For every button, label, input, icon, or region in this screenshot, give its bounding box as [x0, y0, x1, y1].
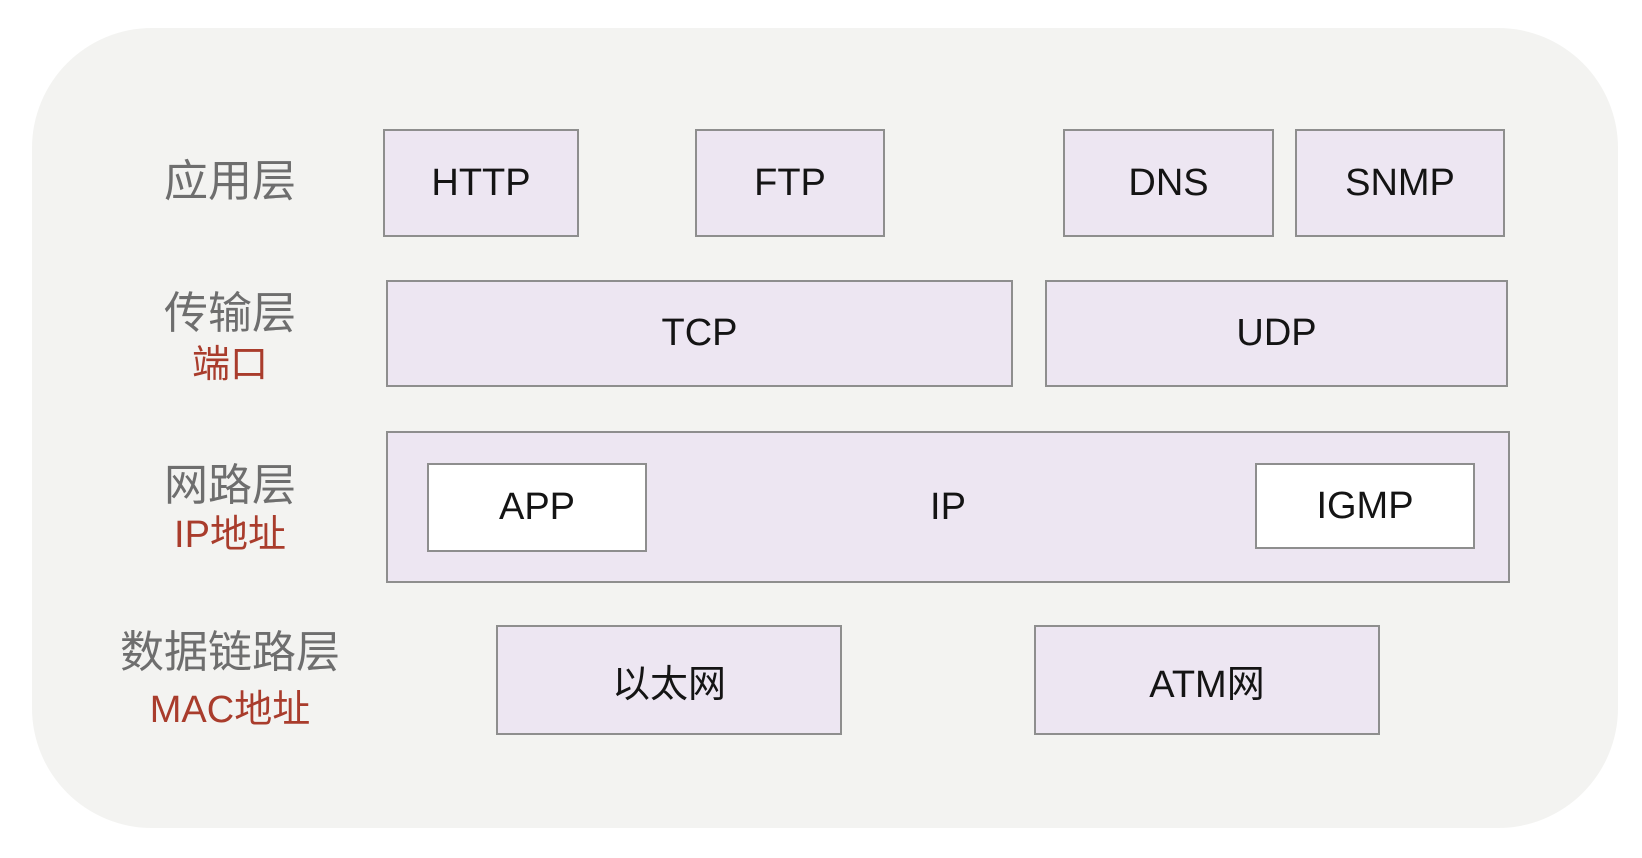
layer-label-network: 网路层: [164, 461, 296, 510]
layer-sublabel-transport-port: 端口: [191, 344, 268, 386]
layer-sublabel-network-ip-address: IP地址: [174, 514, 286, 556]
protocol-box-ethernet: 以太网: [496, 625, 842, 735]
protocol-box-atm: ATM网: [1034, 625, 1380, 735]
protocol-box-snmp: SNMP: [1295, 129, 1505, 237]
layer-sublabel-datalink-mac-address: MAC地址: [149, 689, 311, 731]
protocol-box-udp: UDP: [1045, 280, 1508, 387]
layer-label-datalink: 数据链路层: [120, 628, 340, 677]
protocol-box-app: APP: [427, 463, 647, 552]
protocol-box-http: HTTP: [383, 129, 579, 237]
layer-label-transport: 传输层: [164, 289, 296, 338]
layer-label-application: 应用层: [164, 157, 296, 206]
protocol-box-tcp: TCP: [386, 280, 1013, 387]
protocol-box-dns: DNS: [1063, 129, 1274, 237]
protocol-box-igmp: IGMP: [1255, 463, 1475, 549]
protocol-box-ftp: FTP: [695, 129, 885, 237]
